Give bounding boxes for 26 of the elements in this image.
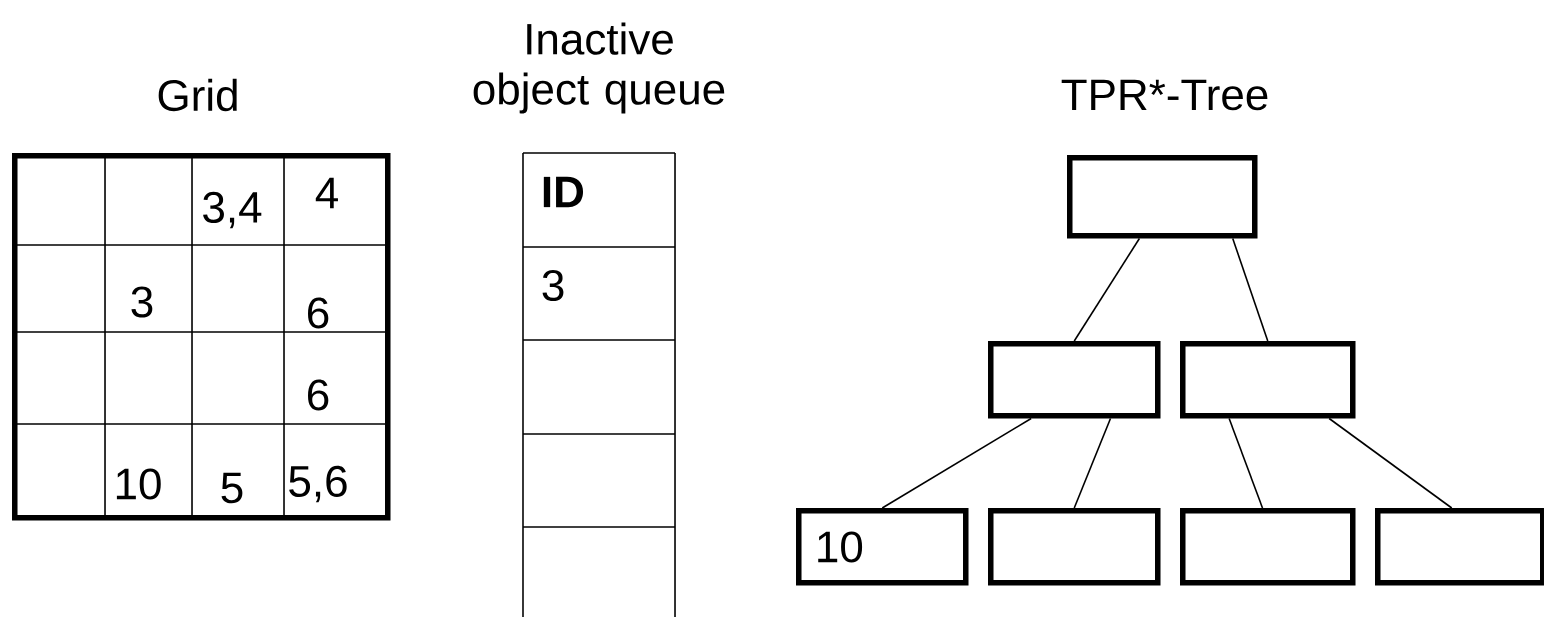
heading: Grid: [158, 78, 237, 112]
number-label: 10: [116, 468, 161, 500]
heading: TPR*-Tree: [1061, 79, 1268, 111]
tree-node-box: [1180, 341, 1356, 419]
connector-line: [881, 417, 1032, 509]
connector-line: [1073, 237, 1141, 342]
number-label: 6: [308, 297, 329, 329]
tree-node-box: 10: [796, 508, 969, 586]
heading: Inactive object queue: [473, 22, 725, 114]
number-label: 6: [308, 379, 329, 411]
connector-line: [1073, 417, 1112, 509]
number-label: 3,4: [203, 191, 262, 229]
number-label: 3: [131, 286, 153, 318]
tree-node-box: [988, 341, 1161, 419]
number-label: 5: [221, 472, 243, 504]
table-entry: ID: [543, 176, 584, 208]
table-entry: 3: [542, 269, 564, 302]
tree-node-box: [988, 508, 1161, 586]
tree-node-box: [1067, 155, 1258, 239]
connector-line: [1328, 417, 1453, 509]
connector-line: [1231, 237, 1269, 342]
tree-node-box: [1375, 508, 1544, 586]
connector-line: [1228, 417, 1264, 509]
number-label: 4: [315, 177, 338, 209]
tree-node-box: [1180, 508, 1356, 586]
number-label: 5,6: [289, 465, 347, 503]
